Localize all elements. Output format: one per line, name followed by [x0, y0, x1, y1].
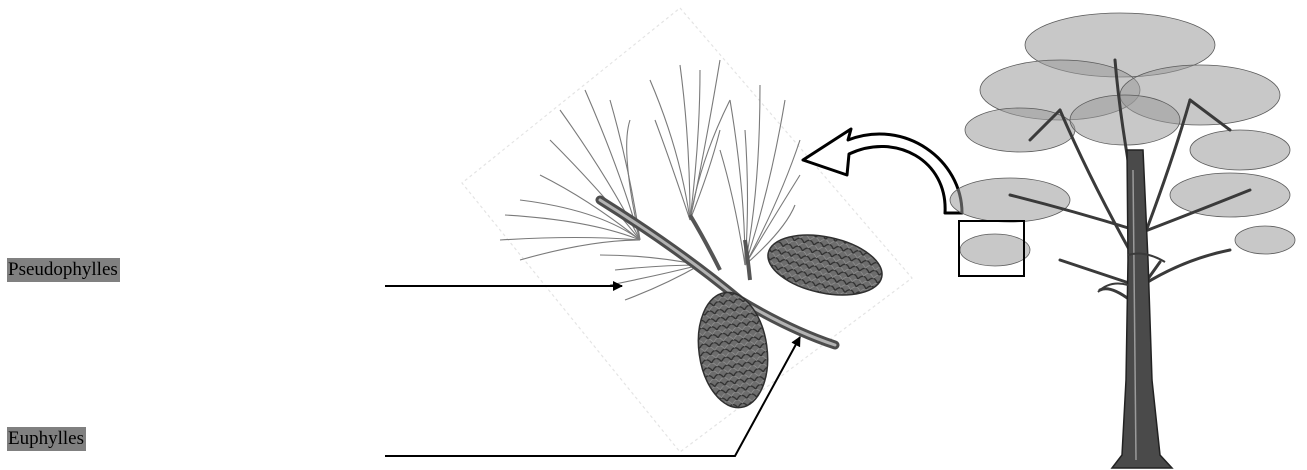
- tree-trunk: [1112, 150, 1172, 468]
- euphylles-label: Euphylles: [7, 427, 86, 451]
- pseudophylles-label: Pseudophylles: [7, 258, 120, 282]
- branch-frame: [462, 8, 912, 452]
- pine-cone-upper: [762, 226, 887, 305]
- tree-canopy: [950, 13, 1295, 266]
- curved-hollow-arrow-icon: [803, 129, 962, 213]
- pine-branch-with-cones-icon: [500, 60, 888, 412]
- pine-tree-icon: [950, 13, 1295, 468]
- pine-cone-lower: [691, 288, 774, 412]
